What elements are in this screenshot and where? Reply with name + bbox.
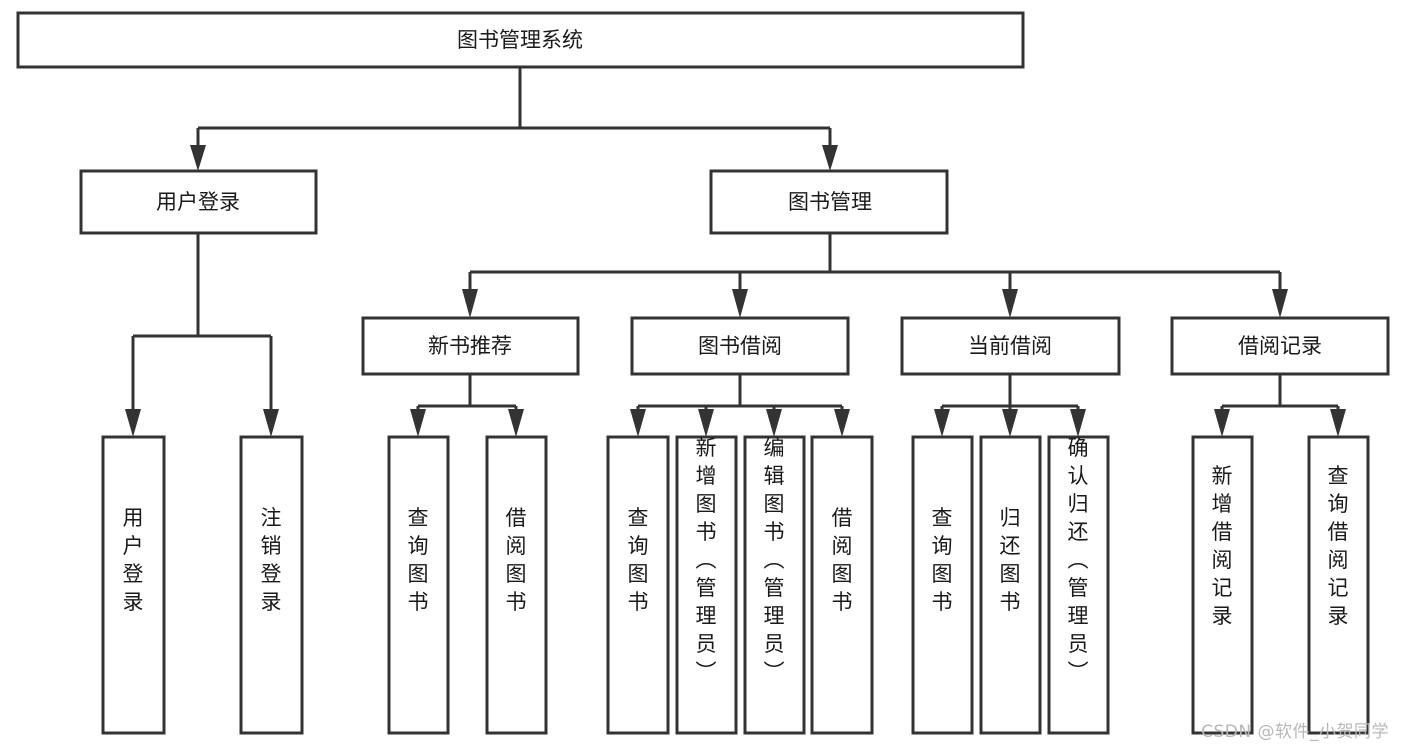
node-leaf-borrow-book-2-label: 借阅图书 bbox=[832, 506, 853, 614]
arrow-leaf-add-book bbox=[698, 409, 714, 437]
arrow-leaf-query-book-1 bbox=[410, 409, 426, 437]
node-new-book-recommend[interactable]: 新书推荐 bbox=[361, 316, 580, 376]
arrow-leaf-return-book bbox=[1002, 409, 1018, 437]
arrow-leaf-edit-book bbox=[766, 409, 782, 437]
node-leaf-user-logout[interactable]: 注销登录 bbox=[239, 435, 304, 735]
arrow-leaf-borrow-book-1 bbox=[508, 409, 524, 437]
arrow-user-login bbox=[190, 145, 206, 171]
node-leaf-borrow-book-2[interactable]: 借阅图书 bbox=[810, 435, 874, 735]
node-leaf-query-book-1-label: 查询图书 bbox=[408, 506, 429, 614]
node-leaf-borrow-book-1[interactable]: 借阅图书 bbox=[485, 435, 548, 735]
node-leaf-add-book-label: 新增图书︵管理员︶ bbox=[696, 436, 717, 684]
node-leaf-user-login-label: 用户登录 bbox=[123, 506, 144, 614]
arrow-current-borrow bbox=[1002, 289, 1018, 318]
node-leaf-add-record-label: 新增借阅记录 bbox=[1212, 464, 1233, 628]
node-user-login-label: 用户登录 bbox=[156, 190, 240, 214]
node-borrow-record-label: 借阅记录 bbox=[1238, 334, 1322, 358]
node-leaf-edit-book[interactable]: 编辑图书︵管理员︶ bbox=[743, 435, 806, 735]
node-leaf-confirm-return[interactable]: 确认归还︵管理员︶ bbox=[1047, 435, 1110, 735]
node-current-borrow-label: 当前借阅 bbox=[968, 334, 1052, 358]
node-new-book-recommend-label: 新书推荐 bbox=[428, 334, 512, 358]
node-leaf-query-book-3-label: 查询图书 bbox=[932, 506, 953, 614]
arrow-leaf-query-book-3 bbox=[934, 409, 950, 437]
node-borrow-record[interactable]: 借阅记录 bbox=[1170, 316, 1390, 376]
arrow-leaf-query-record bbox=[1330, 409, 1346, 437]
node-leaf-return-book[interactable]: 归还图书 bbox=[979, 435, 1042, 735]
node-book-manage-label: 图书管理 bbox=[788, 190, 872, 214]
node-root-label: 图书管理系统 bbox=[457, 28, 583, 52]
node-leaf-add-book[interactable]: 新增图书︵管理员︶ bbox=[675, 435, 738, 735]
node-leaf-query-book-1[interactable]: 查询图书 bbox=[387, 435, 450, 735]
node-leaf-add-record[interactable]: 新增借阅记录 bbox=[1191, 435, 1254, 735]
arrow-leaf-user-login bbox=[125, 409, 141, 437]
node-user-login[interactable]: 用户登录 bbox=[79, 169, 318, 235]
arrow-book-borrow bbox=[732, 289, 748, 318]
arrow-leaf-borrow-book-2 bbox=[834, 409, 850, 437]
arrow-leaf-add-record bbox=[1214, 409, 1230, 437]
node-leaf-query-book-2[interactable]: 查询图书 bbox=[606, 435, 670, 735]
node-leaf-query-book-3[interactable]: 查询图书 bbox=[911, 435, 974, 735]
connector-layer bbox=[125, 67, 1346, 437]
node-book-borrow-label: 图书借阅 bbox=[698, 334, 782, 358]
node-current-borrow[interactable]: 当前借阅 bbox=[900, 316, 1121, 376]
arrow-leaf-user-logout bbox=[263, 409, 279, 437]
arrow-leaf-confirm-return bbox=[1070, 409, 1086, 437]
arrow-borrow-record bbox=[1272, 289, 1288, 318]
node-root[interactable]: 图书管理系统 bbox=[16, 11, 1025, 69]
arrow-leaf-query-book-2 bbox=[630, 409, 646, 437]
node-leaf-query-record-label: 查询借阅记录 bbox=[1328, 464, 1349, 628]
node-leaf-borrow-book-1-label: 借阅图书 bbox=[506, 506, 527, 614]
node-leaf-query-book-2-label: 查询图书 bbox=[628, 506, 649, 614]
node-book-borrow[interactable]: 图书借阅 bbox=[630, 316, 850, 376]
node-book-manage[interactable]: 图书管理 bbox=[709, 169, 949, 235]
node-leaf-user-login[interactable]: 用户登录 bbox=[101, 435, 166, 735]
node-leaf-query-record[interactable]: 查询借阅记录 bbox=[1307, 435, 1370, 735]
arrow-book-manage bbox=[822, 145, 838, 171]
node-leaf-return-book-label: 归还图书 bbox=[1000, 506, 1021, 614]
node-leaf-edit-book-label: 编辑图书︵管理员︶ bbox=[764, 436, 785, 684]
node-leaf-user-logout-label: 注销登录 bbox=[261, 506, 282, 614]
csdn-watermark: CSDN @软件_小贺同学 bbox=[1201, 722, 1389, 742]
node-leaf-confirm-return-label: 确认归还︵管理员︶ bbox=[1068, 436, 1089, 684]
arrow-new-book-recommend bbox=[462, 289, 478, 318]
